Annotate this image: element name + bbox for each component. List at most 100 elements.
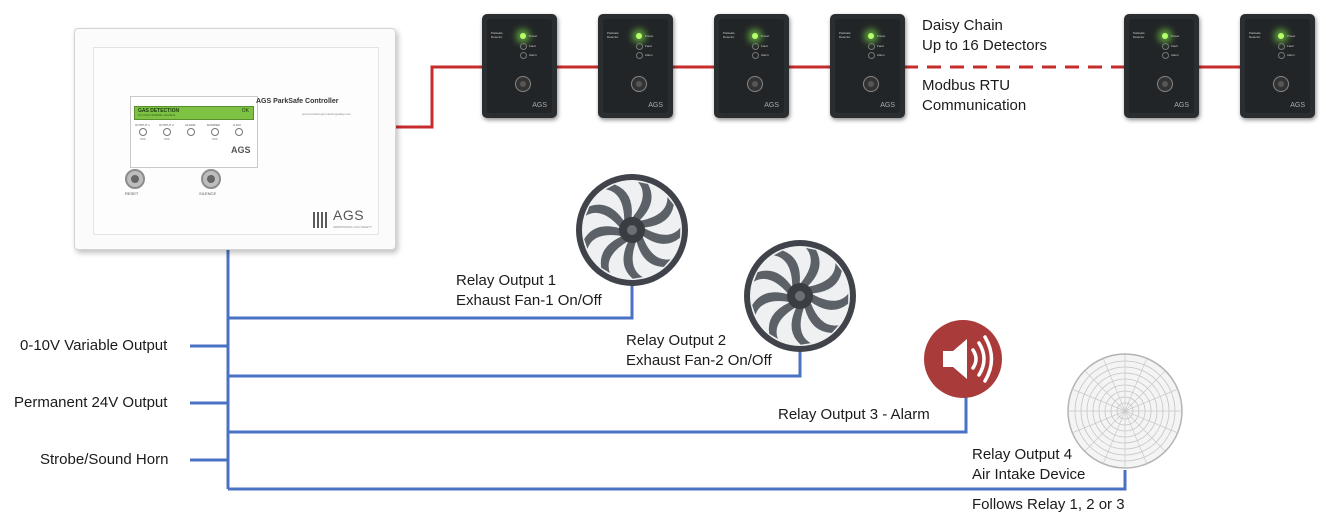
led-label: Fault [645, 44, 652, 48]
led-label: Power [1171, 34, 1180, 38]
led-label: Power [645, 34, 654, 38]
output-wiring [190, 250, 1127, 491]
power-led-icon [1162, 33, 1168, 39]
detector-logo: AGS [1290, 102, 1305, 109]
silence-label: SILENCE [199, 191, 217, 196]
detector-logo: AGS [648, 102, 663, 109]
relay-4-description: Air Intake Device [972, 466, 1086, 483]
reset-button[interactable] [125, 169, 145, 189]
alarm-led-icon [752, 52, 759, 59]
led-label: Alarm [1287, 53, 1295, 57]
strobe-horn-label: Strobe/Sound Horn [40, 451, 169, 468]
indicator-state: OFF [212, 137, 218, 141]
alarm-led-icon [520, 52, 527, 59]
alarm-led-icon [1278, 52, 1285, 59]
relay-2-description: Exhaust Fan-2 On/Off [626, 352, 772, 369]
detector-title: Detector [839, 35, 851, 39]
alarm-led-icon [1162, 52, 1169, 59]
fault-led-icon [636, 43, 643, 50]
led-label: Fault [877, 44, 884, 48]
lcd-line-1: GAS DETECTION [138, 108, 180, 114]
indicator-state: OFF [140, 137, 146, 141]
fault-led-icon [1278, 43, 1285, 50]
led-label: Fault [761, 44, 768, 48]
detector-title: Parksafe [1249, 31, 1261, 35]
power-led-icon [1278, 33, 1284, 39]
fault-led-icon [868, 43, 875, 50]
fan-indicator-icon [139, 128, 147, 136]
panel-brand-logo: AGS [231, 145, 251, 155]
lcd-status: OK [241, 108, 249, 114]
reset-label: RESET [125, 191, 139, 196]
variable-output-icon [235, 128, 243, 136]
permanent-output-label: Permanent 24V Output [14, 394, 168, 411]
detector-title: Detector [1133, 35, 1145, 39]
display-panel: GAS DETECTION OK CO NO2 NORMAL LEVELS OU… [130, 96, 258, 168]
led-label: Power [761, 34, 770, 38]
fault-led-icon [752, 43, 759, 50]
intake-grille-icon [1067, 353, 1183, 469]
detector-title: Parksafe [607, 31, 619, 35]
lcd-display: GAS DETECTION OK CO NO2 NORMAL LEVELS [134, 106, 254, 120]
indicator-state: OFF [164, 137, 170, 141]
indicator-label: OUTPUT 2 [159, 123, 174, 127]
detector-title: Parksafe [723, 31, 735, 35]
detector-logo: AGS [532, 102, 547, 109]
sensor-icon [747, 76, 763, 92]
relay-1-label: Relay Output 1 [456, 272, 557, 289]
communication-label: Communication [922, 97, 1027, 114]
variable-output-label: 0-10V Variable Output [20, 337, 168, 354]
power-led-icon [520, 33, 526, 39]
parksafe-controller: GAS DETECTION OK CO NO2 NORMAL LEVELS OU… [74, 28, 396, 250]
led-label: Fault [529, 44, 536, 48]
led-label: Alarm [877, 53, 885, 57]
detector: Parksafe Detector Power Fault Alarm AGS [830, 14, 905, 118]
detector-title: Detector [723, 35, 735, 39]
relay-4-label: Relay Output 4 [972, 446, 1073, 463]
silence-button[interactable] [201, 169, 221, 189]
led-label: Alarm [645, 53, 653, 57]
relay-1-description: Exhaust Fan-1 On/Off [456, 292, 602, 309]
detector-title: Detector [491, 35, 503, 39]
indicator-label: OUTPUT 1 [135, 123, 150, 127]
damper-indicator-icon [211, 128, 219, 136]
led-label: Fault [1171, 44, 1178, 48]
detector-title: Parksafe [1133, 31, 1145, 35]
controller-title: AGS ParkSafe Controller [256, 98, 339, 105]
detector-logo: AGS [764, 102, 779, 109]
detector: Parksafe Detector Power Fault Alarm AGS [714, 14, 789, 118]
detector: Parksafe Detector Power Fault Alarm AGS [1124, 14, 1199, 118]
sensor-icon [1157, 76, 1173, 92]
relay-2-label: Relay Output 2 [626, 332, 727, 349]
indicator-label: DAMPER [207, 123, 220, 127]
led-label: Alarm [529, 53, 537, 57]
modbus-label: Modbus RTU [922, 77, 1011, 94]
indicator-label: 0-10V [233, 123, 242, 127]
detector-title: Detector [607, 35, 619, 39]
power-led-icon [752, 33, 758, 39]
detector-logo: AGS [880, 102, 895, 109]
fan-indicator-icon [163, 128, 171, 136]
led-label: Alarm [761, 53, 769, 57]
relay-4-note: Follows Relay 1, 2 or 3 [972, 496, 1125, 513]
qr-code-icon [313, 212, 329, 228]
exhaust-fan-icon [744, 240, 856, 352]
modbus-bus [394, 65, 1240, 129]
detector: Parksafe Detector Power Fault Alarm AGS [598, 14, 673, 118]
detector-title: Parksafe [491, 31, 503, 35]
led-label: Power [1287, 34, 1296, 38]
detector: Parksafe Detector Power Fault Alarm AGS [1240, 14, 1315, 118]
daisy-chain-count-label: Up to 16 Detectors [922, 37, 1048, 54]
indicator-label: ALARM [185, 123, 196, 127]
controller-faceplate: GAS DETECTION OK CO NO2 NORMAL LEVELS OU… [93, 47, 379, 235]
sensor-icon [515, 76, 531, 92]
detector-logo: AGS [1174, 102, 1189, 109]
alarm-led-icon [868, 52, 875, 59]
daisy-chain-label: Daisy Chain [922, 17, 1003, 34]
led-label: Power [877, 34, 886, 38]
led-label: Fault [1287, 44, 1294, 48]
power-led-icon [868, 33, 874, 39]
brand-subtitle: ARMSTRONG GAS SAFETY [333, 225, 373, 229]
power-led-icon [636, 33, 642, 39]
sensor-icon [863, 76, 879, 92]
